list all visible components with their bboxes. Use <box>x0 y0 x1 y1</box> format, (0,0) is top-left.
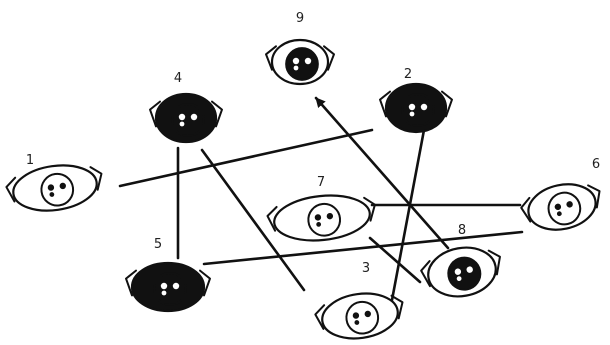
figure-number-8: 8 <box>458 223 466 238</box>
person-figure-2 <box>380 84 452 132</box>
connection-f1-f2 <box>120 130 372 186</box>
eye-mark <box>162 291 167 296</box>
eye-mark <box>161 283 167 289</box>
eye-mark <box>180 122 185 127</box>
eye-mark <box>294 66 299 71</box>
figure-number-7: 7 <box>317 175 325 190</box>
figure-number-6: 6 <box>592 157 600 172</box>
eye-mark <box>421 104 427 110</box>
figure-number-9: 9 <box>296 11 304 26</box>
head-shape <box>286 48 318 80</box>
person-figure-4 <box>150 94 222 142</box>
eye-mark <box>173 283 179 289</box>
figure-number-1: 1 <box>26 153 34 168</box>
person-figure-1 <box>4 160 105 217</box>
person-figure-6 <box>518 177 605 237</box>
figure-number-3: 3 <box>362 261 370 276</box>
eye-mark <box>191 114 197 120</box>
person-figure-5 <box>126 263 210 311</box>
figure-number-5: 5 <box>154 237 162 252</box>
person-figure-9 <box>266 40 334 84</box>
head-shape <box>154 273 186 305</box>
eye-mark <box>179 114 185 120</box>
person-figure-8 <box>418 241 505 302</box>
head-shape <box>172 104 204 136</box>
person-figure-3 <box>313 288 406 344</box>
head-shape <box>402 94 434 126</box>
figure-number-2: 2 <box>404 67 412 82</box>
eye-mark <box>293 58 299 64</box>
figure-number-4: 4 <box>174 71 182 86</box>
person-figure-7 <box>266 190 378 245</box>
eye-mark <box>410 112 415 117</box>
eye-mark <box>305 58 311 64</box>
eye-mark <box>409 104 415 110</box>
